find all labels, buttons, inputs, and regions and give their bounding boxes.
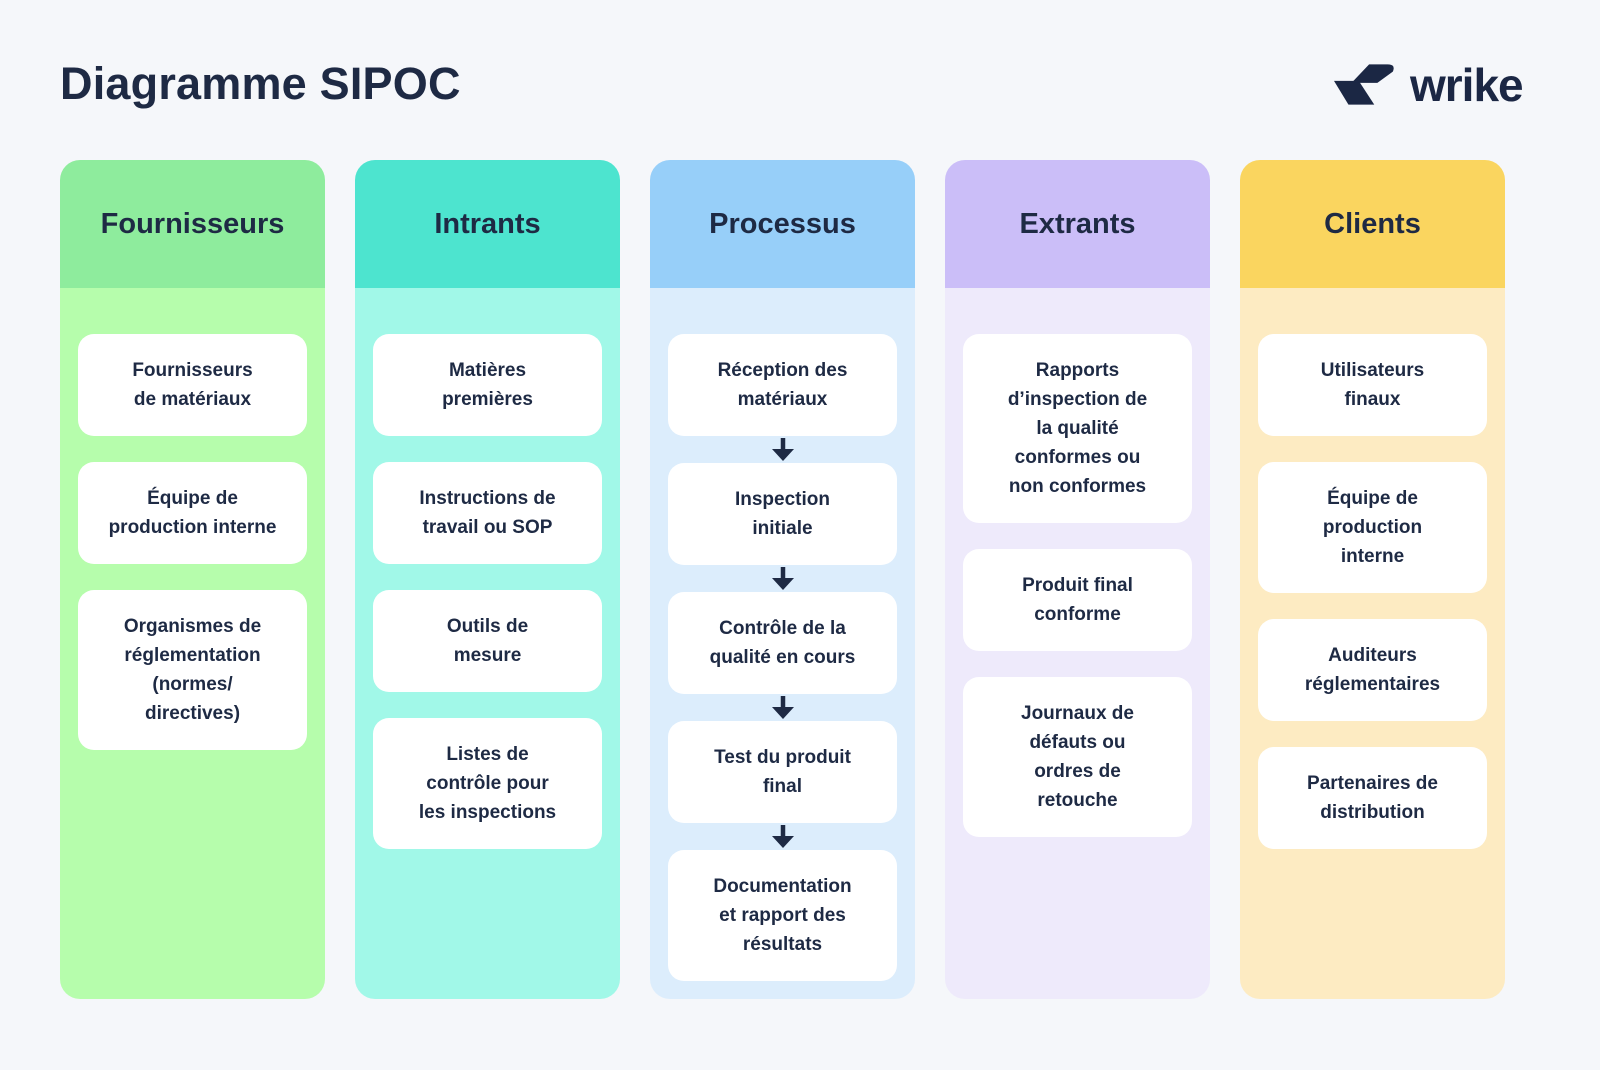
sipoc-card: Matières premières [373,334,602,436]
sipoc-card: Équipe de production interne [1258,462,1487,593]
down-arrow-icon [771,825,794,848]
sipoc-card: Équipe de production interne [78,462,307,564]
wrike-logo: wrike [1334,59,1524,111]
page-title: Diagramme SIPOC [60,58,461,109]
sipoc-card: Contrôle de la qualité en cours [668,592,897,694]
column-header-fournisseurs: Fournisseurs [60,160,325,288]
sipoc-card: Auditeurs réglementaires [1258,619,1487,721]
sipoc-card: Produit final conforme [963,549,1192,651]
sipoc-card: Journaux de défauts ou ordres de retouch… [963,677,1192,837]
column-header-label-intrants: Intrants [434,207,541,240]
sipoc-card: Rapports d’inspection de la qualité conf… [963,334,1192,523]
wrike-logo-text: wrike [1410,59,1524,111]
sipoc-card: Instructions de travail ou SOP [373,462,602,564]
down-arrow-icon [771,567,794,590]
sipoc-card: Listes de contrôle pour les inspections [373,718,602,849]
column-header-label-processus: Processus [709,207,856,240]
sipoc-card: Fournisseurs de matériaux [78,334,307,436]
sipoc-card: Partenaires de distribution [1258,747,1487,849]
sipoc-card: Réception des matériaux [668,334,897,436]
column-header-label-clients: Clients [1324,207,1421,240]
column-body-extrants: Rapports d’inspection de la qualité conf… [945,288,1210,999]
sipoc-card: Documentation et rapport des résultats [668,850,897,981]
column-header-clients: Clients [1240,160,1505,288]
column-header-processus: Processus [650,160,915,288]
sipoc-card: Organismes de réglementation (normes/ di… [78,590,307,750]
sipoc-card: Test du produit final [668,721,897,823]
sipoc-card: Inspection initiale [668,463,897,565]
wrike-check-icon [1334,64,1398,106]
column-header-label-extrants: Extrants [1019,207,1136,240]
sipoc-card: Utilisateurs finaux [1258,334,1487,436]
down-arrow-icon [771,696,794,719]
column-header-intrants: Intrants [355,160,620,288]
column-header-extrants: Extrants [945,160,1210,288]
column-extrants: Extrants Rapports d’inspection de la qua… [945,160,1210,999]
down-arrow-icon [771,438,794,461]
sipoc-card: Outils de mesure [373,590,602,692]
column-header-label-fournisseurs: Fournisseurs [100,207,285,240]
